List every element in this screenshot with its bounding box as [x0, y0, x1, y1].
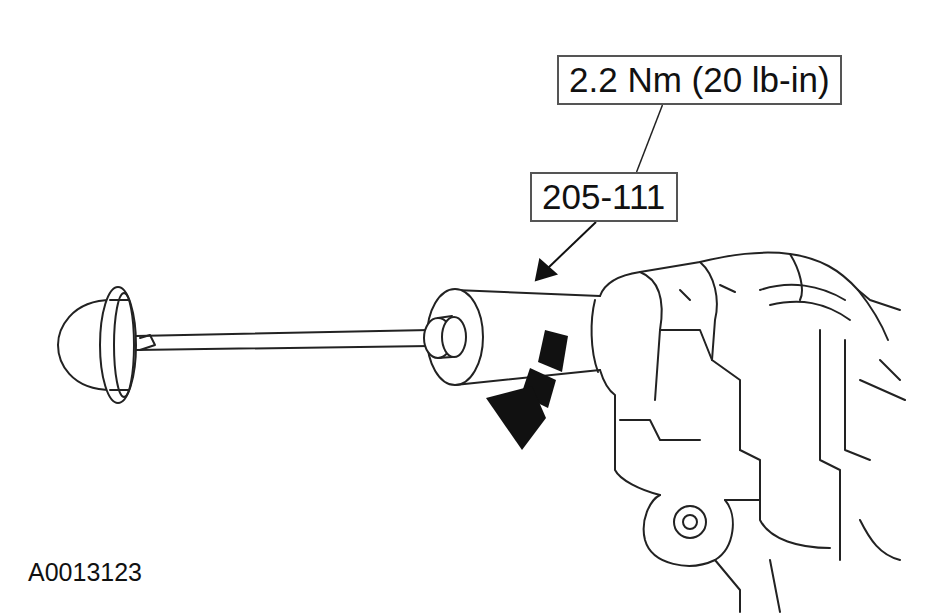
callout-text: 205-111 — [542, 177, 666, 217]
figure-id: A0013123 — [28, 558, 142, 587]
callout-box: 205-111 — [530, 172, 678, 222]
leader-line — [637, 105, 663, 172]
callout-text: 2.2 Nm (20 lb-in) — [569, 60, 830, 100]
callout-box: 2.2 Nm (20 lb-in) — [557, 55, 842, 105]
